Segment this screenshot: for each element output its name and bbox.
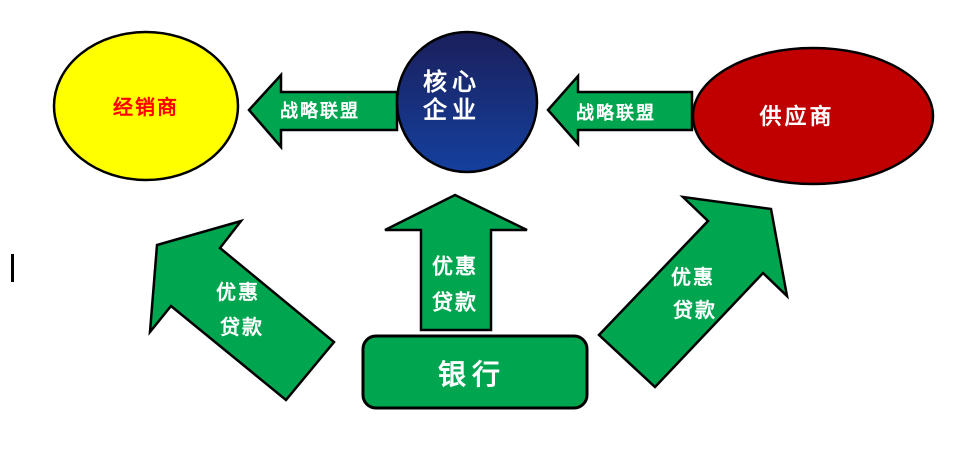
loan-arrow-left [148,218,336,402]
loan-right-label-line2: 贷款 [673,298,717,322]
alliance-arrow-right [546,72,694,148]
core-enterprise-label-line1: 核心 [423,67,481,96]
core-enterprise-circle [395,30,539,174]
cursor-mark [11,254,14,282]
loan-left-label-line2: 贷款 [220,315,264,339]
loan-arrow-center [384,193,528,332]
core-enterprise-label-line2: 企业 [423,95,481,124]
bank-label: 银行 [437,358,507,391]
loan-arrow-right [597,195,789,389]
bank-rect [361,334,589,410]
loan-center-label-line2: 贷款 [432,289,478,315]
supplier-label: 供应商 [759,104,835,130]
distributor-ellipse [52,30,240,182]
alliance-right-label: 战略联盟 [576,103,656,124]
loan-left-label-line1: 优惠 [216,280,260,304]
loan-right-label-line1: 优惠 [671,265,715,289]
distributor-label: 经销商 [113,95,179,119]
alliance-left-label: 战略联盟 [280,101,360,122]
supplier-ellipse [691,46,935,186]
loan-center-label-line1: 优惠 [432,253,478,279]
